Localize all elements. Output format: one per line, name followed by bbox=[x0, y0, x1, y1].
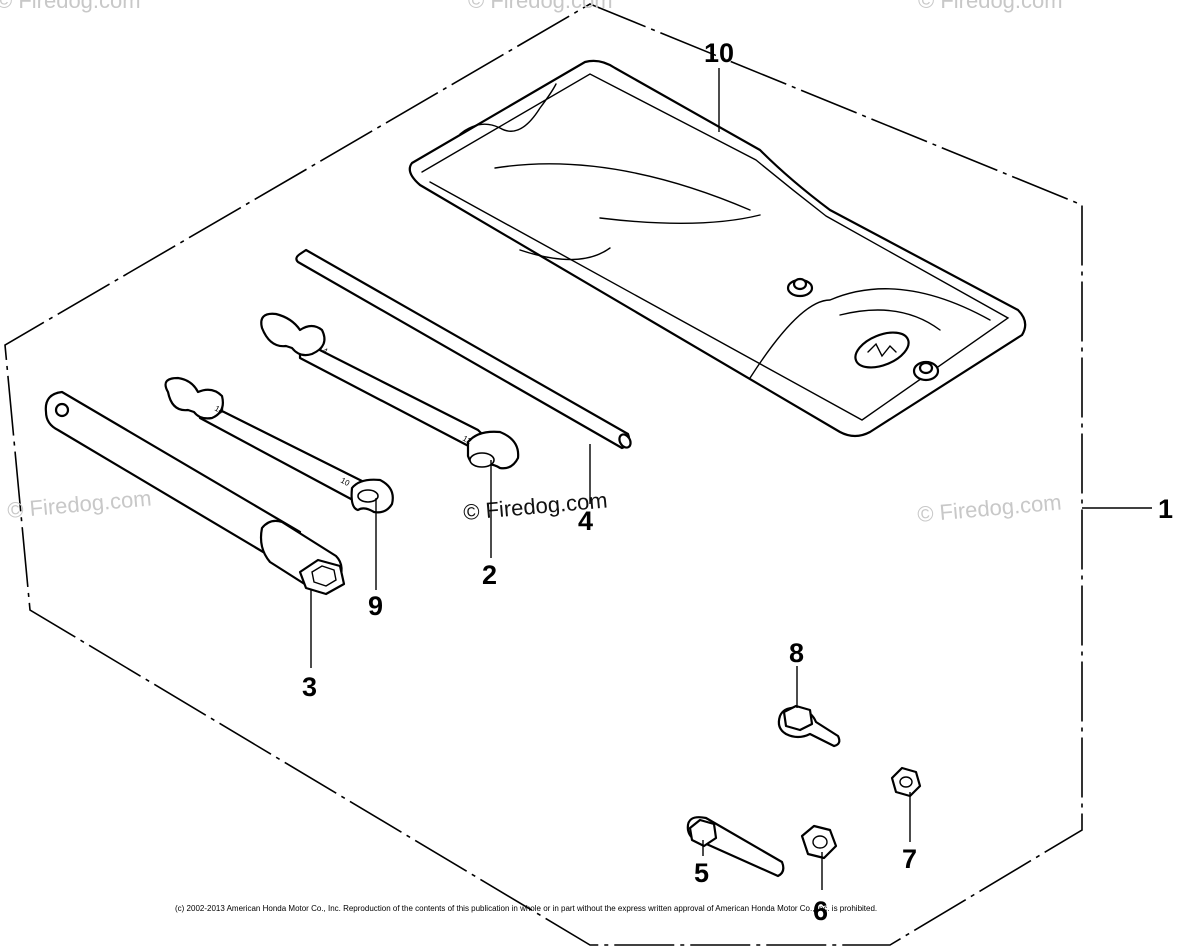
callout-6: 6 bbox=[813, 896, 828, 926]
watermark-top-center: © Firedog.com bbox=[468, 0, 613, 13]
callout-8: 8 bbox=[789, 638, 804, 668]
tool-bag-part-10 bbox=[408, 59, 1027, 438]
callout-10: 10 bbox=[704, 38, 734, 68]
long-bolt-part-5 bbox=[686, 816, 785, 878]
callout-3: 3 bbox=[302, 672, 317, 702]
callout-1: 1 bbox=[1158, 494, 1173, 524]
wrench-part-2: 14 12 bbox=[260, 312, 520, 470]
flange-nut-part-6 bbox=[800, 824, 838, 860]
watermark-top-right: © Firedog.com bbox=[918, 0, 1063, 13]
flange-bolt-part-8 bbox=[777, 704, 841, 748]
watermark-left: © Firedog.com bbox=[6, 485, 152, 523]
callout-7: 7 bbox=[902, 844, 917, 874]
nut-part-7 bbox=[890, 766, 922, 798]
copyright-notice: (c) 2002-2013 American Honda Motor Co., … bbox=[175, 904, 877, 913]
watermark-right: © Firedog.com bbox=[916, 489, 1062, 527]
wrench-part-9: 14 10 bbox=[164, 376, 394, 514]
watermark-top-left: © Firedog.com bbox=[0, 0, 141, 13]
kit-boundary-outline bbox=[4, 3, 1083, 946]
leader-lines bbox=[310, 68, 1152, 890]
callout-2: 2 bbox=[482, 560, 497, 590]
rod-part-4 bbox=[295, 248, 632, 450]
callout-5: 5 bbox=[694, 858, 709, 888]
callout-9: 9 bbox=[368, 591, 383, 621]
callout-4: 4 bbox=[578, 506, 593, 536]
socket-wrench-part-3 bbox=[44, 390, 346, 596]
